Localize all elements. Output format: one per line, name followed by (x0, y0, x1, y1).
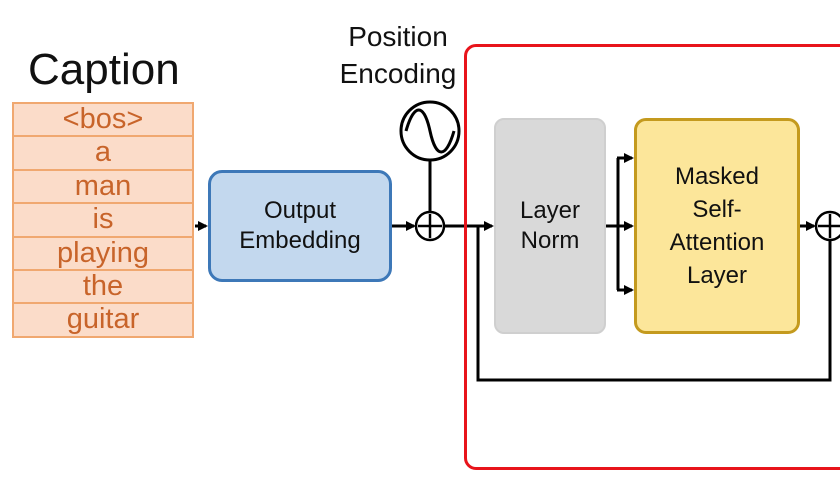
add-node-2-icon (814, 210, 840, 242)
residual-connection-line (476, 226, 832, 382)
token-cell: man (12, 168, 194, 205)
output-embedding-block: Output Embedding (208, 170, 392, 282)
token-cell: playing (12, 235, 194, 271)
token-cell: is (12, 202, 194, 238)
token-cell: a (12, 135, 194, 171)
token-cell: <bos> (12, 102, 194, 138)
output-embedding-label: Output Embedding (239, 197, 361, 254)
decoder-block-frame (464, 44, 840, 470)
token-cell: the (12, 268, 194, 305)
masked-self-attention-block: Masked Self- Attention Layer (634, 118, 800, 334)
caption-token-list: <bos> a man is playing the guitar (12, 102, 194, 338)
masked-self-attention-label: Masked Self- Attention Layer (669, 163, 765, 289)
layer-norm-block: Layer Norm (494, 118, 606, 334)
caption-title: Caption (28, 45, 180, 94)
add-node-icon (414, 210, 446, 242)
position-encoding-label: Position Encoding (339, 21, 457, 89)
token-cell: guitar (12, 302, 194, 338)
sine-wave-icon (399, 100, 461, 162)
layer-norm-label: Layer Norm (519, 197, 581, 254)
